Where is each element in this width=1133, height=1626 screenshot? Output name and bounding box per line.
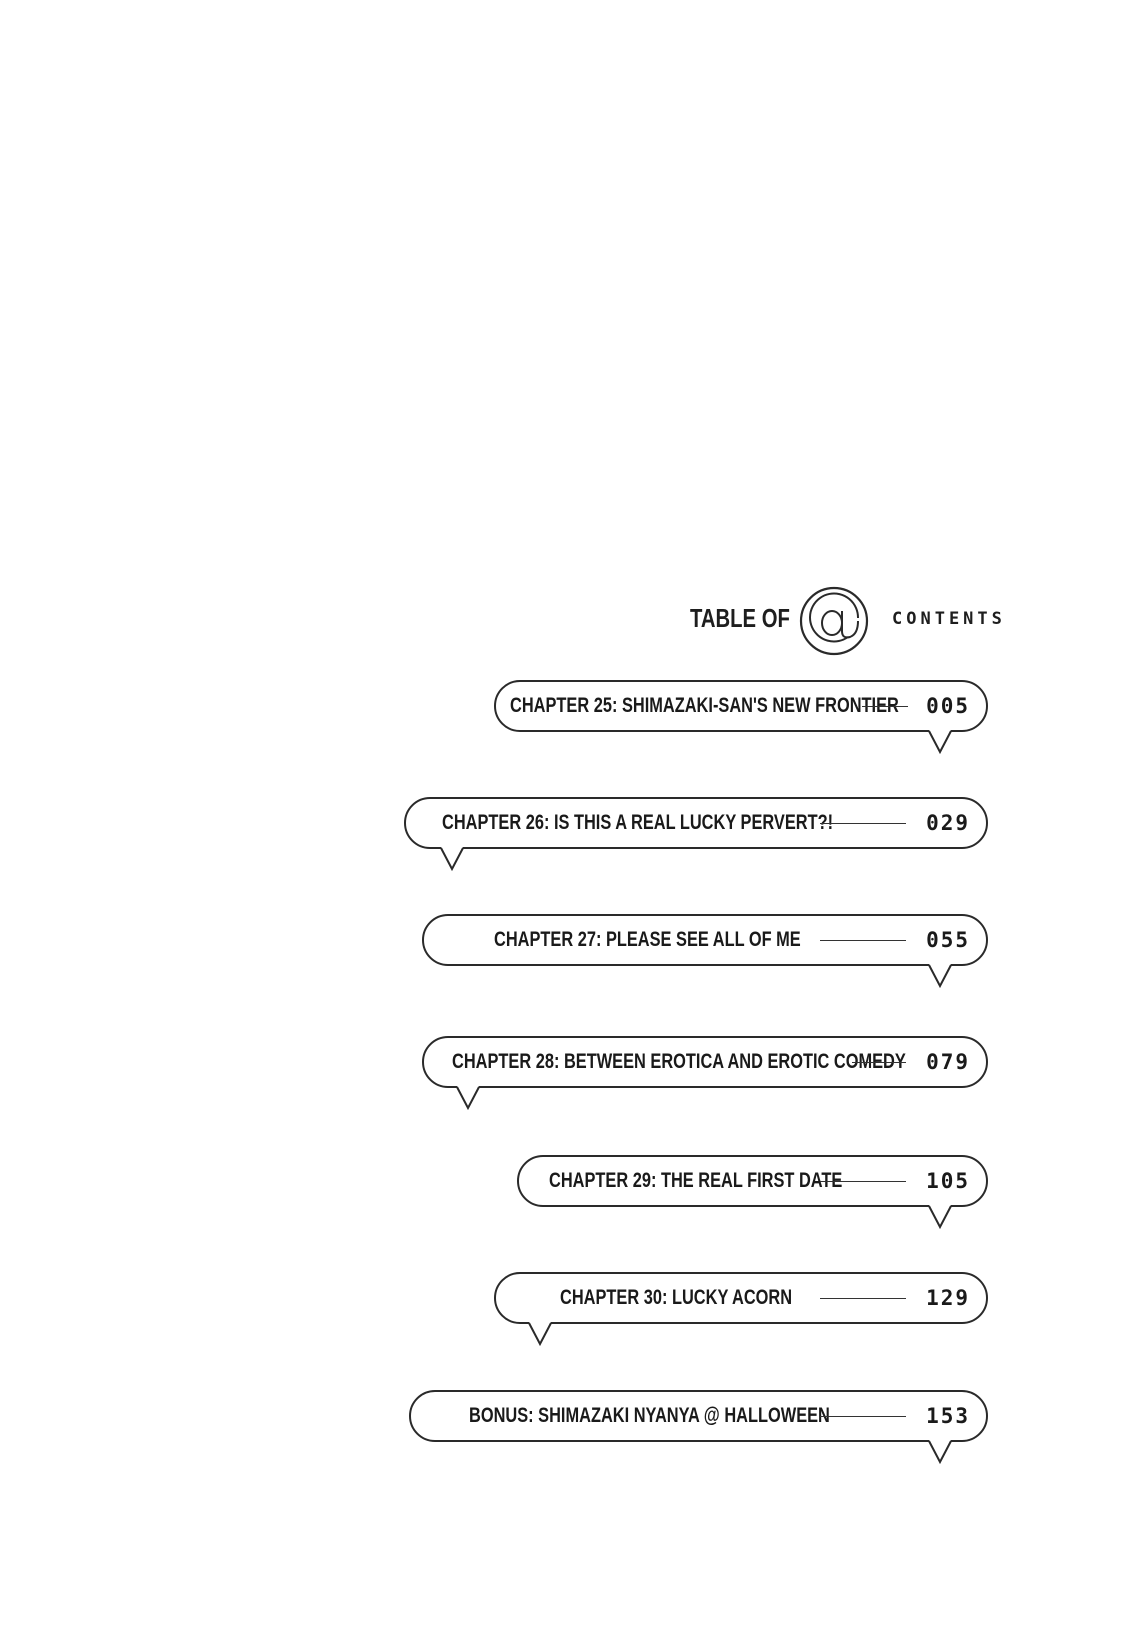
- speech-tail: [928, 1440, 952, 1464]
- toc-header: TABLE OF CONTENTS: [690, 585, 1020, 656]
- speech-tail: [928, 964, 952, 988]
- speech-tail: [440, 847, 464, 871]
- leader-line: [820, 1181, 906, 1182]
- toc-entry[interactable]: BONUS: SHIMAZAKI NYANYA @ HALLOWEEN 153: [409, 1390, 988, 1442]
- leader-line: [820, 823, 906, 824]
- toc-entry[interactable]: CHAPTER 27: PLEASE SEE ALL OF ME 055: [422, 914, 988, 966]
- leader-line: [820, 1298, 906, 1299]
- toc-entry[interactable]: CHAPTER 30: LUCKY ACORN 129: [494, 1272, 988, 1324]
- speech-tail: [528, 1322, 552, 1346]
- toc-title-right: CONTENTS: [892, 609, 1006, 629]
- speech-tail: [456, 1086, 480, 1110]
- toc-entry[interactable]: CHAPTER 28: BETWEEN EROTICA AND EROTIC C…: [422, 1036, 988, 1088]
- chapter-title: CHAPTER 29: THE REAL FIRST DATE: [549, 1169, 843, 1192]
- chapter-title: CHAPTER 27: PLEASE SEE ALL OF ME: [494, 928, 801, 951]
- leader-line: [862, 706, 908, 707]
- page-number: 055: [926, 928, 970, 952]
- speech-tail: [928, 730, 952, 754]
- toc-entry[interactable]: CHAPTER 25: SHIMAZAKI-SAN'S NEW FRONTIER…: [494, 680, 988, 732]
- leader-line: [820, 940, 906, 941]
- leader-line: [820, 1416, 906, 1417]
- leader-line: [852, 1062, 906, 1063]
- chapter-title: CHAPTER 30: LUCKY ACORN: [560, 1286, 793, 1309]
- page-number: 105: [926, 1169, 970, 1193]
- page-number: 029: [926, 811, 970, 835]
- page-number: 129: [926, 1286, 970, 1310]
- toc-title-left: TABLE OF: [690, 603, 790, 633]
- chapter-title: BONUS: SHIMAZAKI NYANYA @ HALLOWEEN: [469, 1404, 830, 1427]
- speech-tail: [928, 1205, 952, 1229]
- toc-entry[interactable]: CHAPTER 29: THE REAL FIRST DATE 105: [517, 1155, 988, 1207]
- chapter-title: CHAPTER 25: SHIMAZAKI-SAN'S NEW FRONTIER: [510, 694, 899, 717]
- page-number: 005: [926, 694, 970, 718]
- chapter-title: CHAPTER 26: IS THIS A REAL LUCKY PERVERT…: [442, 811, 834, 834]
- page-number: 079: [926, 1050, 970, 1074]
- chapter-title: CHAPTER 28: BETWEEN EROTICA AND EROTIC C…: [452, 1050, 906, 1073]
- page-number: 153: [926, 1404, 970, 1428]
- toc-entry[interactable]: CHAPTER 26: IS THIS A REAL LUCKY PERVERT…: [404, 797, 988, 849]
- at-symbol-icon: [799, 586, 869, 656]
